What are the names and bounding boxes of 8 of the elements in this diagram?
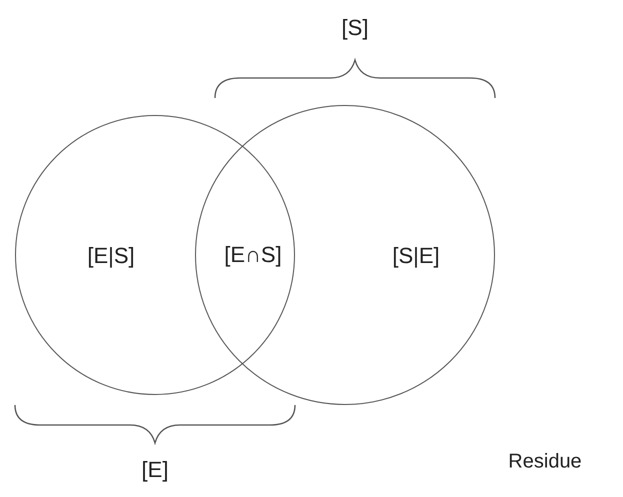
region-label: [E∩S]	[224, 242, 282, 268]
set-label: [E]	[142, 457, 168, 483]
venn-circle	[15, 115, 295, 395]
region-label: [E|S]	[87, 243, 135, 269]
set-label: [S]	[342, 15, 368, 41]
venn-circle	[195, 105, 495, 405]
region-label: [S|E]	[392, 243, 440, 269]
residue-label: Residue	[508, 450, 582, 474]
